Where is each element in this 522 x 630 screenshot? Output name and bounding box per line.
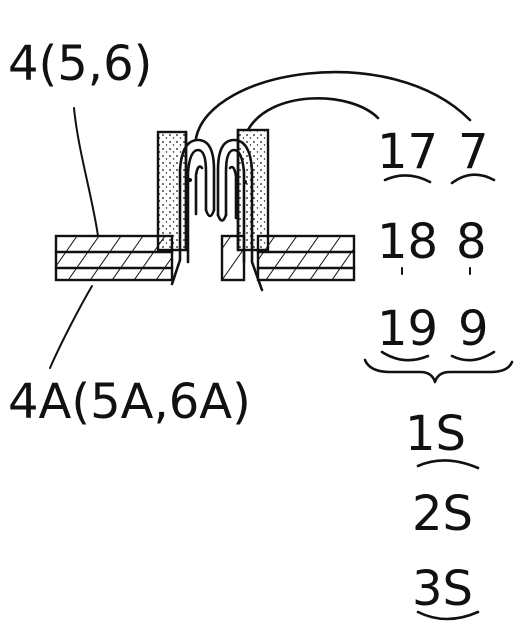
label-18: 18	[377, 214, 438, 270]
leader-lines	[49, 70, 472, 369]
label-17: 17	[377, 124, 438, 180]
label-19: 19	[377, 301, 438, 357]
label-7: 7	[458, 124, 489, 180]
sheet-plates	[54, 234, 356, 282]
folded-seam	[170, 138, 264, 292]
label-2s: 2S	[412, 486, 473, 542]
label-top-ref: 4(5,6)	[8, 36, 152, 92]
label-8: 8	[456, 214, 487, 270]
label-underlines	[363, 173, 514, 621]
label-9: 9	[458, 301, 489, 357]
label-1s: 1S	[405, 406, 466, 462]
label-3s: 3S	[412, 561, 473, 617]
label-bottom-ref: 4A(5A,6A)	[8, 374, 251, 430]
